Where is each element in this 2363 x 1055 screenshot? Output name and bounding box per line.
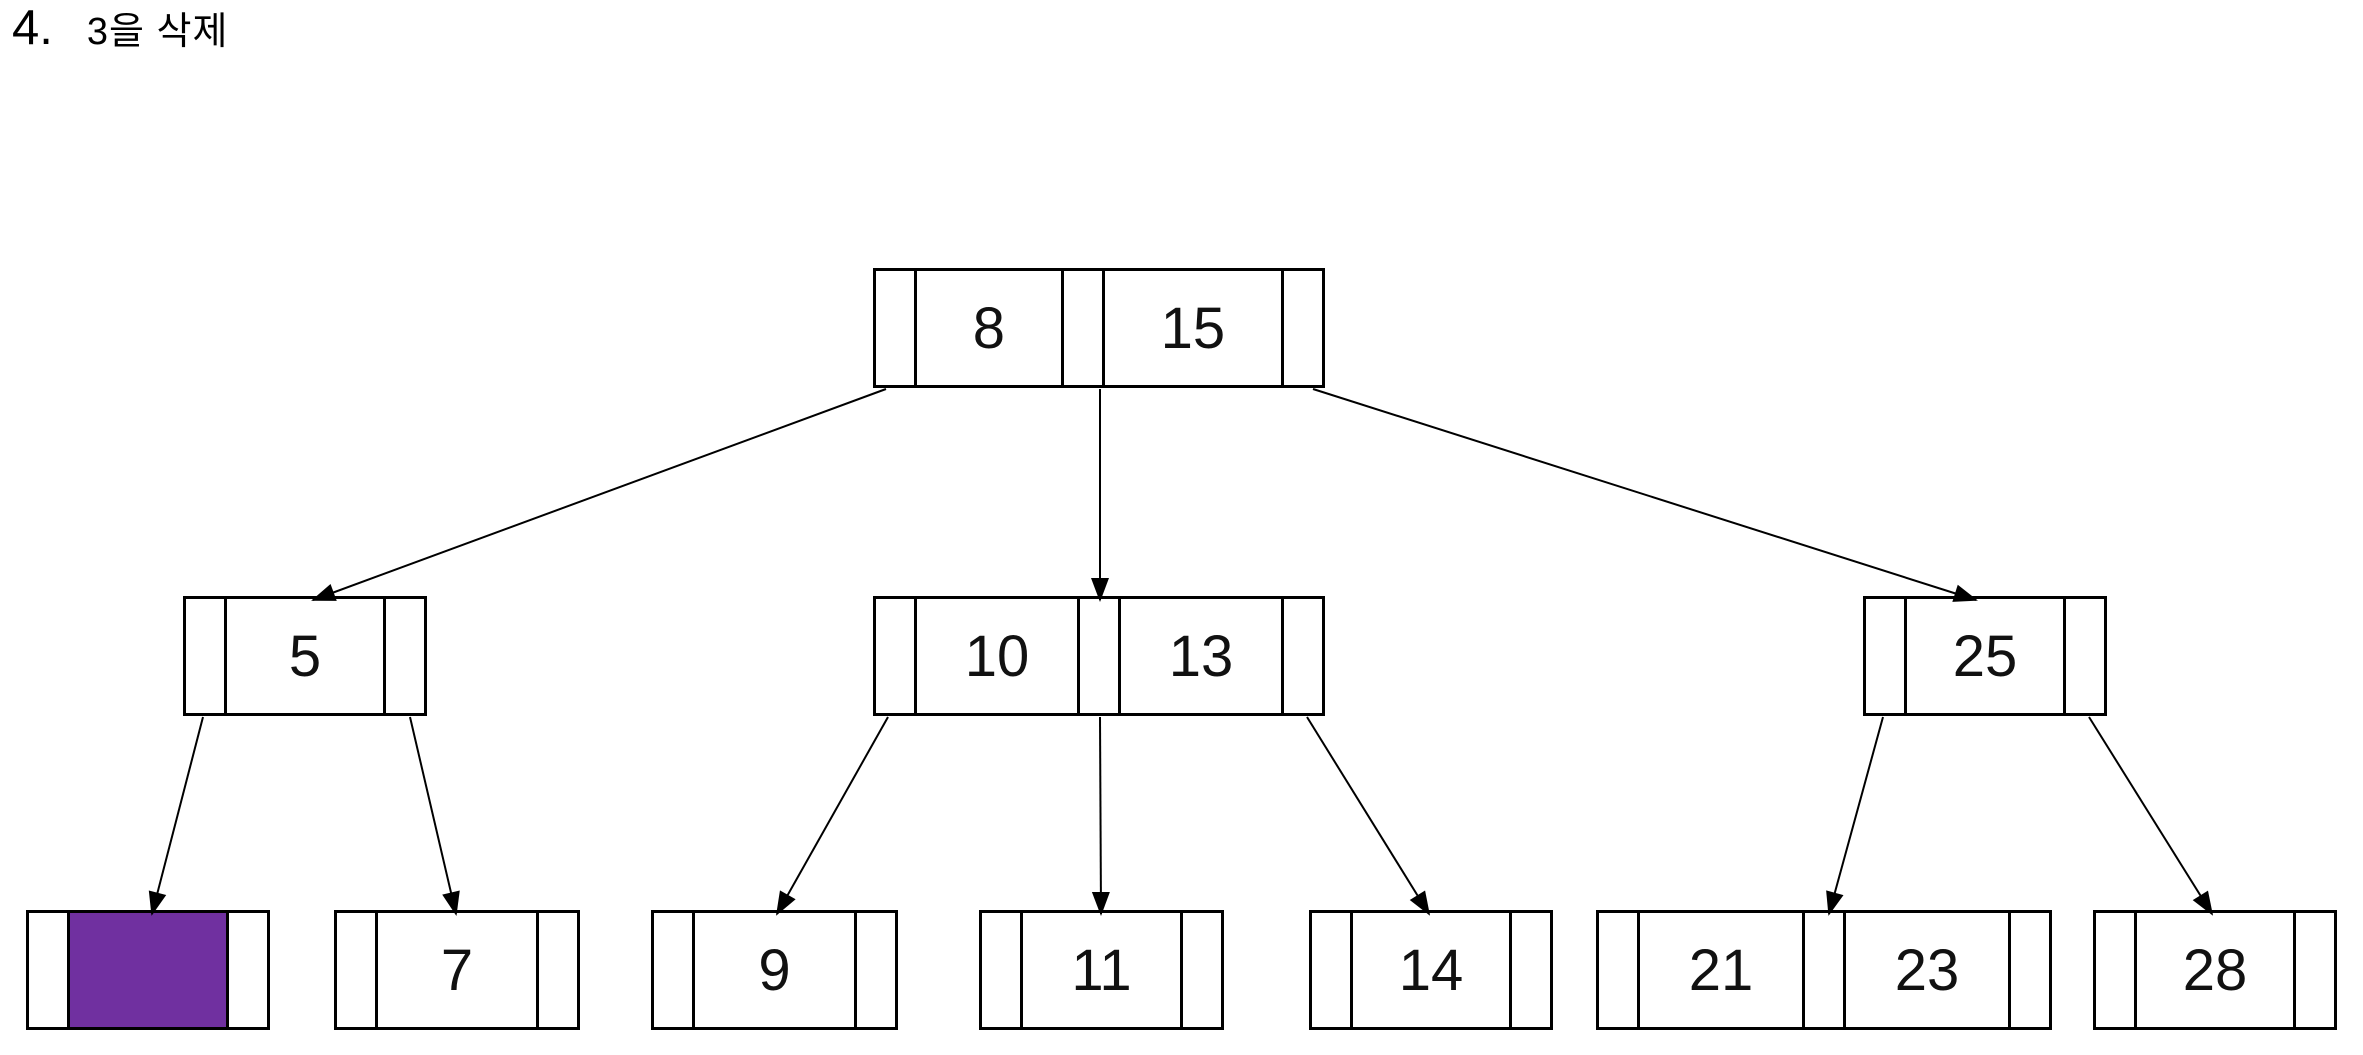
btree-node-n25: 25 [1863, 596, 2107, 716]
edge-n25-to-n28 [2088, 716, 2214, 916]
pointer-cell [1805, 913, 1843, 1027]
pointer-cell [229, 913, 267, 1027]
btree-node-n14: 14 [1309, 910, 1553, 1030]
key-cell: 25 [1904, 599, 2066, 713]
pointer-cell [1512, 913, 1550, 1027]
pointer-cell [1080, 599, 1118, 713]
pointer-cell [539, 913, 577, 1027]
key-cell: 15 [1101, 271, 1284, 385]
edge-n5-to-n7 [409, 716, 460, 916]
pointer-cell [857, 913, 895, 1027]
pointer-cell [1312, 913, 1350, 1027]
page-title: 4. 3을 삭제 [12, 1, 229, 56]
btree-node-n5: 5 [183, 596, 427, 716]
pointer-cell [876, 271, 914, 385]
btree-node-n9: 9 [651, 910, 898, 1030]
key-cell: 28 [2134, 913, 2296, 1027]
btree-node-n28: 28 [2093, 910, 2337, 1030]
pointer-cell [1599, 913, 1637, 1027]
key-cell: 10 [914, 599, 1080, 713]
edge-n10-13-to-n9 [776, 716, 889, 916]
pointer-cell [2096, 913, 2134, 1027]
pointer-cell [29, 913, 67, 1027]
pointer-cell [1866, 599, 1904, 713]
btree-node-n10-13: 10 13 [873, 596, 1325, 716]
edge-n10-13-to-n14 [1306, 716, 1431, 916]
btree-node-leaf-deleted [26, 910, 270, 1030]
key-cell: 7 [375, 913, 539, 1027]
key-cell: 23 [1843, 913, 2011, 1027]
deleted-key-cell [67, 913, 229, 1027]
pointer-cell [654, 913, 692, 1027]
pointer-cell [1183, 913, 1221, 1027]
btree-node-root: 8 15 [873, 268, 1325, 388]
pointer-cell [1284, 599, 1322, 713]
key-cell: 5 [224, 599, 386, 713]
pointer-cell [2296, 913, 2334, 1027]
edge-root-to-n5 [311, 388, 887, 601]
pointer-cell [2066, 599, 2104, 713]
pointer-cell [337, 913, 375, 1027]
title-text: 3을 삭제 [86, 11, 229, 53]
pointer-cell [2011, 913, 2049, 1027]
edge-n25-to-n21-23 [1826, 716, 1884, 916]
edge-root-to-n25 [1312, 388, 1978, 602]
title-number: 4. [12, 1, 53, 55]
btree-node-n7: 7 [334, 910, 580, 1030]
btree-node-n21-23: 21 23 [1596, 910, 2052, 1030]
pointer-cell [1284, 271, 1322, 385]
pointer-cell [1064, 271, 1102, 385]
pointer-cell [386, 599, 424, 713]
edge-n10-13-to-n11 [1091, 716, 1110, 916]
key-cell: 21 [1637, 913, 1805, 1027]
key-cell: 8 [914, 271, 1064, 385]
key-cell: 11 [1020, 913, 1183, 1027]
key-cell: 14 [1350, 913, 1512, 1027]
pointer-cell [876, 599, 914, 713]
key-cell: 9 [692, 913, 857, 1027]
pointer-cell [982, 913, 1020, 1027]
pointer-cell [186, 599, 224, 713]
btree-node-n11: 11 [979, 910, 1224, 1030]
key-cell: 13 [1118, 599, 1284, 713]
edge-n5-to-leaf-deleted [148, 716, 204, 916]
